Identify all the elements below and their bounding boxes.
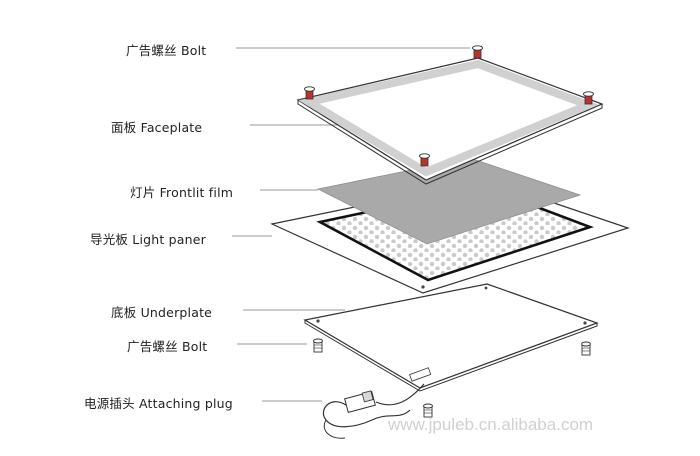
- bolt-bottom-front: [423, 403, 433, 418]
- bolt-bottom-right: [581, 341, 591, 356]
- bolt-top-back: [472, 45, 483, 59]
- bolt-top-front: [419, 153, 430, 167]
- label-attaching-plug: 电源插头 Attaching plug: [84, 396, 233, 411]
- label-underplate: 底板 Underplate: [111, 305, 213, 320]
- bolt-bottom-left: [313, 338, 323, 353]
- faceplate-frame: [296, 57, 604, 185]
- label-bolt-bottom: 广告螺丝 Bolt: [127, 339, 208, 354]
- bolt-top-left: [304, 86, 315, 100]
- attaching-plug: [322, 383, 425, 439]
- leader-lines: [232, 47, 470, 402]
- underplate-panel: [303, 283, 599, 392]
- label-faceplate: 面板 Faceplate: [111, 120, 203, 135]
- bolt-top-right: [583, 91, 594, 105]
- label-frontlit-film: 灯片 Frontlit film: [130, 185, 234, 200]
- watermark: www.jpuleb.cn.alibaba.com: [388, 415, 594, 434]
- label-bolt-top: 广告螺丝 Bolt: [126, 43, 207, 58]
- label-light-panel: 导光板 Light paner: [90, 232, 206, 247]
